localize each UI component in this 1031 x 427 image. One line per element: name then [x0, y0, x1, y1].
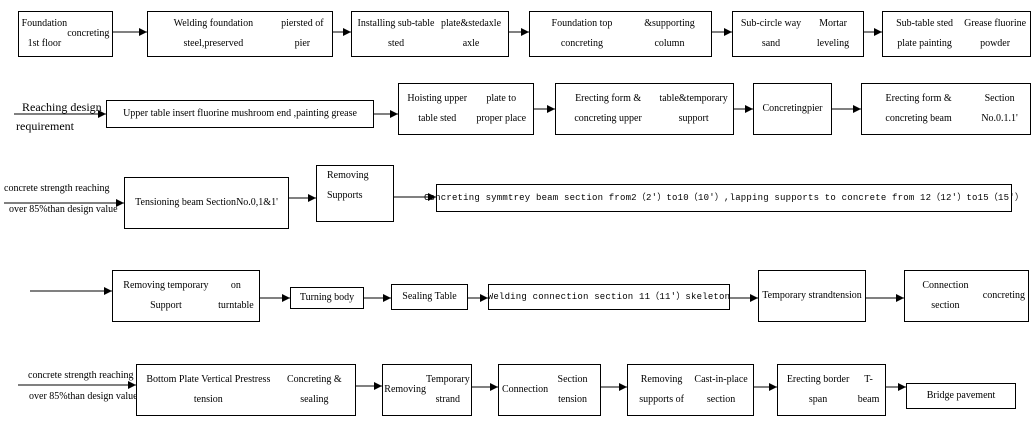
step-connection-section-tension: Connection Section tension	[498, 364, 601, 416]
step-connection-section-concreting: Connection section concreting	[904, 270, 1029, 322]
step-bridge-pavement: Bridge pavement	[906, 383, 1016, 409]
step-label: Welding foundation steel,preserved	[173, 18, 254, 49]
step-label: Sub-table sted plate painting	[896, 18, 954, 49]
step-welding-connection-section: Welding connection section 11（11ʹ）skelet…	[488, 284, 730, 310]
step-label: No.0,1&1'	[236, 197, 278, 208]
step-installing-sub-table-steel-plate: Installing sub-table sted plate&stedaxle…	[351, 11, 509, 57]
step-label: Supports	[327, 190, 363, 201]
step-label: Removing	[384, 384, 426, 395]
step-removing-supports-cast-in-place: Removing supports of Cast-in-place secti…	[627, 364, 754, 416]
entry-label-reaching-design: Reaching design	[22, 98, 102, 116]
step-label: on turntable	[218, 280, 254, 311]
step-label: Installing sub-table sted	[357, 18, 435, 49]
step-label: Concreting symmtrey beam section from2（2…	[423, 193, 1025, 203]
step-label: Concreting & sealing	[287, 374, 342, 405]
step-label: Tensioning beam Section	[135, 197, 237, 208]
entry-label-strength-line2: over 85%than design value	[29, 387, 138, 407]
step-label: piersted of pier	[281, 18, 324, 49]
step-label: Welding connection section 11（11ʹ）skelet…	[487, 292, 731, 302]
step-concreting-pier: Concreting pier	[753, 83, 832, 135]
step-foundation-1st-floor-concreting: Foundation 1st floor concreting	[18, 11, 113, 57]
step-removing-temporary-strand: Removing Temporary strand	[382, 364, 472, 416]
step-label: Erecting border span	[786, 374, 850, 405]
step-label: plate to proper place	[476, 93, 527, 124]
step-label: Removing	[327, 170, 369, 181]
step-label: concreting	[982, 290, 1025, 301]
step-erecting-form-upper-table: Erecting form & concreting upper table&t…	[555, 83, 734, 135]
step-upper-table-insert: Upper table insert fluorine mushroom end…	[106, 100, 374, 128]
step-label: &supporting column	[644, 18, 695, 49]
entry-label-line: over 85%than design value	[9, 204, 118, 215]
step-label: Temporary strand	[425, 374, 470, 405]
step-label: Sealing Table	[402, 291, 457, 302]
step-label: concreting	[67, 28, 110, 39]
step-label: Bottom Plate Vertical Prestress tension	[146, 374, 271, 405]
step-removing-temporary-support: Removing temporary Support on turntable	[112, 270, 260, 322]
step-label: Removing temporary Support	[123, 280, 209, 311]
step-label: Connection section	[922, 280, 969, 311]
step-sub-table-plate-painting: Sub-table sted plate painting Grease flu…	[882, 11, 1031, 57]
step-temporary-strand-tension: Temporary strand tension	[758, 270, 866, 322]
step-label: Section tension	[557, 374, 588, 405]
entry-label-line: over 85%than design value	[29, 391, 138, 402]
step-foundation-top-concreting: Foundation top concreting &supporting co…	[529, 11, 712, 57]
step-sub-circle-way-sand: Sub-circle way sand Mortar leveling	[732, 11, 864, 57]
step-label: Cast-in-place section	[694, 374, 748, 405]
entry-label-strength-line1: concrete strength reaching	[4, 179, 110, 199]
entry-label-line: concrete strength reaching	[4, 183, 110, 194]
step-label: Section No.0.1.1'	[981, 93, 1018, 124]
step-label: Bridge pavement	[926, 390, 996, 401]
step-bottom-plate-vertical-prestress: Bottom Plate Vertical Prestress tension …	[136, 364, 356, 416]
step-label: Connection	[502, 384, 549, 395]
step-label: tension	[832, 290, 862, 301]
step-sealing-table: Sealing Table	[391, 284, 468, 310]
entry-label-line: concrete strength reaching	[28, 370, 134, 381]
entry-label-line: requirement	[16, 119, 74, 133]
step-label: Upper table insert fluorine mushroom end…	[123, 108, 357, 119]
step-label: pier	[806, 103, 823, 114]
step-label: Hoisting upper table sted	[407, 93, 468, 124]
step-removing-supports: Removing Supports	[316, 165, 394, 222]
entry-label-line: Reaching design	[22, 100, 102, 114]
step-label: Mortar leveling	[816, 18, 850, 49]
step-concreting-symmetry-beam: Concreting symmtrey beam section from2（2…	[424, 184, 1024, 212]
step-erecting-form-beam-section: Erecting form & concreting beam Section …	[861, 83, 1031, 135]
step-label: plate&stedaxle axle	[441, 18, 502, 49]
step-erecting-border-span-t-beam: Erecting border span T-beam	[777, 364, 886, 416]
step-tensioning-beam-section: Tensioning beam Section No.0,1&1'	[124, 177, 289, 229]
entry-label-strength-line2: over 85%than design value	[9, 200, 118, 220]
step-label: Temporary strand	[762, 290, 833, 301]
entry-label-requirement: requirement	[16, 117, 74, 135]
step-label: Sub-circle way sand	[740, 18, 802, 49]
step-label: T-beam	[857, 374, 880, 405]
entry-label-strength-line1: concrete strength reaching	[28, 366, 134, 386]
step-turning-body: Turning body	[290, 287, 364, 309]
step-label: table&temporary support	[659, 93, 728, 124]
step-label: Concreting	[762, 103, 807, 114]
step-label: Erecting form & concreting upper	[574, 93, 642, 124]
step-label: Removing supports of	[639, 374, 684, 405]
step-welding-foundation-steel: Welding foundation steel,preserved piers…	[147, 11, 333, 57]
step-label: Foundation 1st floor	[21, 18, 68, 49]
step-hoisting-upper-table-plate: Hoisting upper table sted plate to prope…	[398, 83, 534, 135]
step-label: Erecting form & concreting beam	[885, 93, 952, 124]
step-label: Foundation top concreting	[551, 18, 613, 49]
step-label: Turning body	[299, 292, 355, 303]
step-label: Grease fluorine powder	[964, 18, 1027, 49]
